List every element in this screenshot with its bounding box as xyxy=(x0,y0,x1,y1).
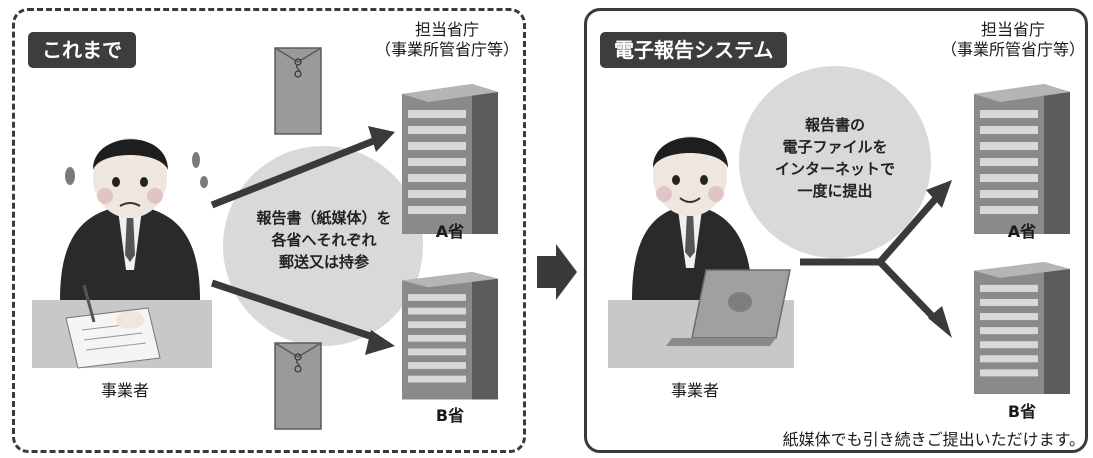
electronic-system-panel xyxy=(584,8,1088,453)
laptop-icon xyxy=(666,269,791,346)
left-circle-text: 報告書（紙媒体）を 各省へそれぞれ 郵送又は持参 xyxy=(256,209,392,271)
right-footnote: 紙媒体でも引き続きご提出いただけます。 xyxy=(782,430,1085,449)
left-ministry-b-label: B省 xyxy=(435,406,465,425)
right-ministry-b-label: B省 xyxy=(1007,402,1037,421)
flow-arrow-icon xyxy=(210,126,395,209)
left-ministry-a-label: A省 xyxy=(435,222,465,241)
left-agency-title: 担当省庁 （事業所管省庁等） xyxy=(374,20,519,59)
flow-arrow-icon xyxy=(210,279,395,355)
right-actor-label: 事業者 xyxy=(670,381,719,400)
right-circle xyxy=(739,66,931,258)
right-agency-title: 担当省庁 （事業所管省庁等） xyxy=(940,20,1085,59)
businessman-icon xyxy=(32,138,212,369)
right-circle-text: 報告書の 電子ファイルを インターネットで 一度に提出 xyxy=(774,116,895,200)
left-actor-label: 事業者 xyxy=(100,381,149,400)
right-ministry-a-label: A省 xyxy=(1007,222,1037,241)
left-circle xyxy=(223,146,423,346)
flow-arrow-icon xyxy=(537,244,577,300)
current-process-panel xyxy=(12,8,526,453)
flow-arrow-icon xyxy=(800,180,952,338)
right-panel-tag: 電子報告システム xyxy=(600,32,788,68)
left-panel-tag: これまで xyxy=(28,32,136,68)
